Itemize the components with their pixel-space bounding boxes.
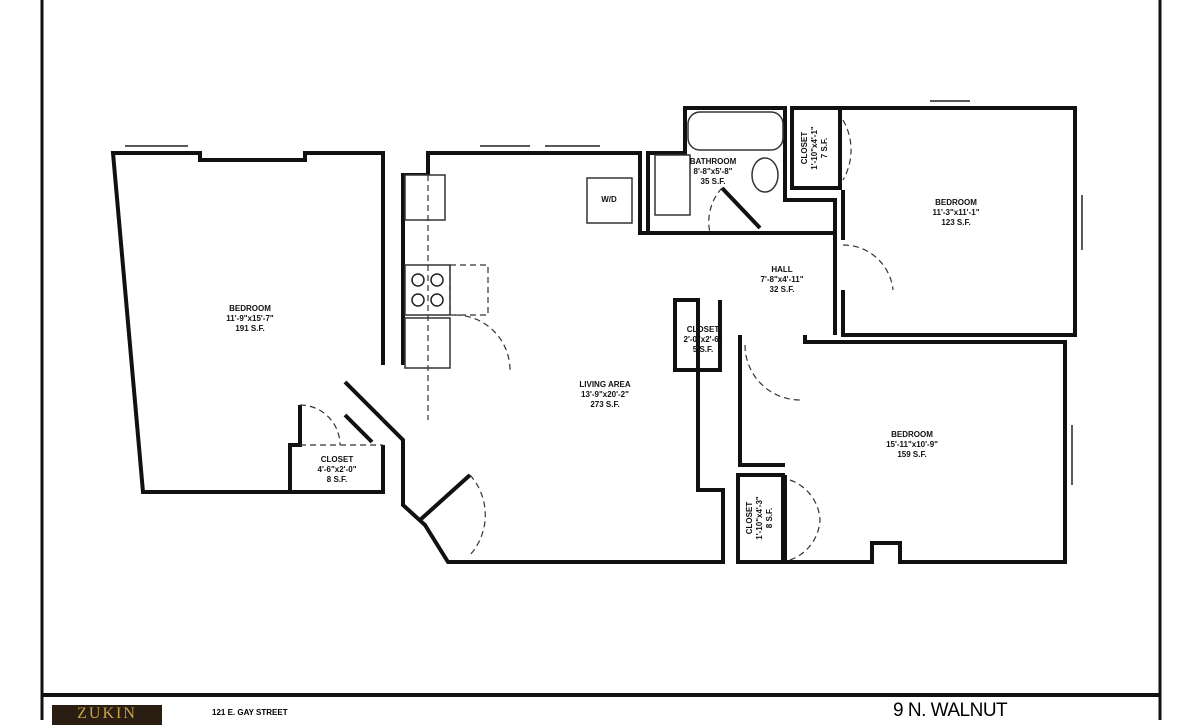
room-label-closet-hall: CLOSET 2'-0"x2'-6" 5 S.F.	[684, 325, 723, 355]
room-dims: 4'-6"x2'-0"	[317, 465, 357, 474]
room-dims: 11'-3"x11'-1"	[932, 208, 980, 217]
property-title: 9 N. WALNUT	[893, 700, 1008, 721]
company-address: 121 E. GAY STREET	[212, 708, 288, 717]
room-area: 8 S.F.	[326, 475, 348, 484]
room-area: 191 S.F.	[235, 324, 265, 333]
wall-bedroom-ne	[840, 106, 1077, 337]
room-label-bedroom-left: BEDROOM 11'-9"x15'-7" 191 S.F.	[226, 304, 273, 334]
room-label-hall: HALL 7'-8"x4'-11" 32 S.F.	[761, 265, 804, 295]
room-dims: 1'-10"x4'-3"	[755, 496, 764, 540]
room-area: 273 S.F.	[590, 400, 620, 409]
wall-bathroom	[646, 106, 837, 233]
wall-closet-left-right	[290, 445, 385, 494]
wall-bedroom-left	[110, 151, 385, 494]
room-name: LIVING AREA	[579, 380, 631, 389]
room-label-closet-bath: CLOSET 1'-10"x4'-1" 7 S.F.	[800, 126, 830, 169]
room-label-bathroom: BATHROOM 8'-8"x5'-8" 35 S.F.	[690, 157, 737, 187]
room-name: CLOSET	[686, 325, 720, 334]
door-closet-left	[343, 413, 374, 444]
wall-closet-bath	[790, 106, 842, 190]
door-swing	[454, 314, 511, 371]
room-name: CLOSET	[800, 131, 809, 165]
room-dims: 15'-11"x10'-9"	[886, 440, 938, 449]
wall-bedroom-se	[783, 335, 1067, 564]
room-name: HALL	[771, 265, 793, 274]
room-name: CLOSET	[320, 455, 354, 464]
room-name: BEDROOM	[891, 430, 933, 439]
door-swing	[842, 119, 852, 181]
room-area: 7 S.F.	[820, 137, 829, 159]
washer-dryer	[586, 177, 633, 224]
room-dims: 7'-8"x4'-11"	[760, 275, 804, 284]
door-swing	[842, 244, 894, 291]
wall-living-top	[401, 151, 835, 365]
room-label-bedroom-ne: BEDROOM 11'-3"x11'-1" 123 S.F.	[933, 198, 980, 228]
door-swing	[708, 187, 723, 234]
door-swing	[299, 404, 341, 446]
wall-closet-se	[736, 473, 785, 564]
door-swing	[469, 474, 486, 556]
room-label-living: LIVING AREA 13'-9"x20'-2" 273 S.F.	[579, 380, 630, 410]
room-name: BEDROOM	[229, 304, 271, 313]
room-area: 8 S.F.	[765, 507, 774, 529]
room-label-closet-left: CLOSET 4'-6"x2'-0" 8 S.F.	[318, 455, 357, 485]
entry-door	[418, 473, 472, 522]
wall-closet-left	[288, 405, 302, 492]
door-swing	[789, 479, 821, 561]
wall-hall-closet	[738, 335, 785, 467]
room-label-closet-se: CLOSET 1'-10"x4'-3" 8 S.F.	[745, 496, 775, 539]
wall-living	[381, 298, 725, 564]
bathtub	[687, 111, 784, 151]
room-dims: 11'-9"x15'-7"	[226, 314, 274, 323]
bathroom-door	[720, 186, 762, 230]
bathroom-sink	[654, 154, 691, 216]
room-area: 32 S.F.	[769, 285, 795, 294]
sink	[404, 174, 446, 221]
room-dims: 8'-8"x5'-8"	[693, 167, 733, 176]
room-name: BATHROOM	[689, 157, 737, 166]
room-name: CLOSET	[745, 501, 754, 535]
room-area: 5 S.F.	[692, 345, 714, 354]
room-dims: 13'-9"x20'-2"	[581, 390, 629, 399]
toilet	[751, 157, 779, 193]
door-bedroom-left	[343, 380, 385, 422]
room-label-bedroom-se: BEDROOM 15'-11"x10'-9" 159 S.F.	[886, 430, 938, 460]
door-swing	[744, 344, 801, 401]
company-logo: ZUKIN	[52, 705, 162, 725]
room-area: 123 S.F.	[941, 218, 971, 227]
room-name: BEDROOM	[935, 198, 977, 207]
room-dims: 1'-10"x4'-1"	[810, 126, 819, 170]
room-area: 159 S.F.	[897, 450, 927, 459]
room-dims: 2'-0"x2'-6"	[683, 335, 723, 344]
washer-dryer-label: W/D	[601, 195, 617, 204]
room-area: 35 S.F.	[700, 177, 726, 186]
